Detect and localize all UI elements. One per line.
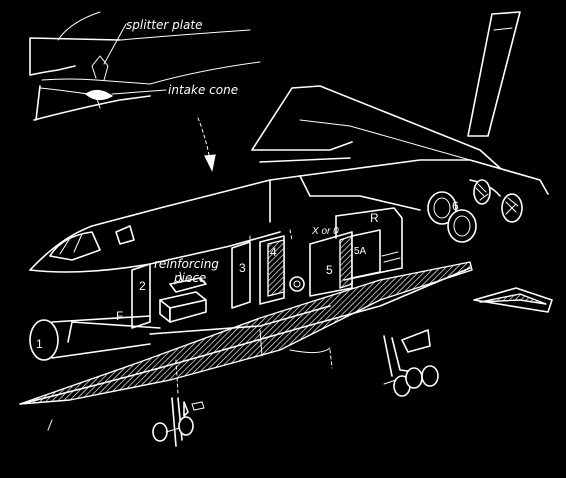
canopy [49,225,135,261]
reinforcing-label: reinforcing [154,257,219,271]
section-2-label: 2 [139,279,146,293]
splitter-plate-leader [103,23,127,65]
reinforcing-blocks [159,271,207,323]
piece-label: piece [173,271,206,285]
nose-landing-gear [152,397,205,447]
bulkhead-3 [231,241,251,309]
intake-detail-inset [29,11,261,121]
wing-assembly [251,85,501,169]
section-5A-label: 5A [354,246,367,257]
intake-cone-leader [111,89,167,95]
section-3-label: 3 [239,261,246,275]
tailplane [473,287,553,313]
section-1-label: 1 [36,337,43,351]
section-5-label: 5 [326,263,333,277]
main-landing-gear [383,329,439,397]
nose-cone-1 [29,315,151,361]
section-F-label: F [116,309,123,323]
bulkhead-2 [131,263,151,329]
assembly-guides [175,229,333,395]
intake-cone-label: intake cone [168,83,238,97]
engine-nozzles [427,179,523,243]
section-6-label: 6 [452,199,459,213]
lower-fuselage [19,261,473,431]
section-R-box [335,207,403,281]
detail-pointer-arrow [197,117,216,172]
section-R-label: R [370,211,379,225]
bulkhead-5 [289,231,353,297]
section-4-label: 4 [270,245,277,259]
tail-fin [467,11,521,137]
bulkhead-4 [259,235,285,305]
splitter-plate-label: splitter plate [126,18,202,32]
section-X-label: X or 0 [311,226,339,237]
